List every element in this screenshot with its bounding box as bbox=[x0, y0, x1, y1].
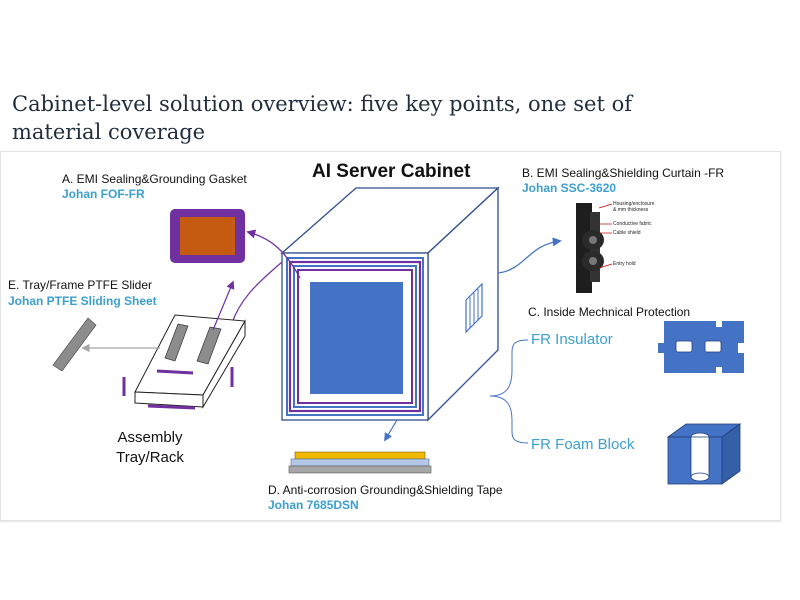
arrow-to-gasket bbox=[246, 229, 301, 279]
arrow-cabinet-to-tray bbox=[231, 261, 283, 324]
point-c-label: C. Inside Mechnical Protection bbox=[528, 305, 691, 319]
point-a-label: A. EMI Sealing&Grounding Gasket bbox=[62, 172, 247, 186]
curtain-callout: Conductive fabric bbox=[613, 221, 652, 227]
gasket-icon bbox=[170, 209, 245, 263]
assembly-line-2: Tray/Rack bbox=[116, 449, 184, 466]
assembly-line-1: Assembly bbox=[117, 429, 183, 446]
shielding-tape-icon bbox=[288, 451, 432, 474]
point-a-product: Johan FOF-FR bbox=[62, 187, 145, 201]
curtain-callout: & mm thickness bbox=[613, 207, 649, 213]
protection-bracket bbox=[489, 339, 529, 444]
curtain-callout: Housing/enclosure bbox=[613, 201, 655, 207]
foam-block-icon bbox=[666, 423, 742, 485]
server-cabinet bbox=[280, 186, 500, 422]
arrow-to-tape bbox=[384, 419, 398, 442]
point-b-product: Johan SSC-3620 bbox=[522, 181, 617, 195]
page-title: Cabinet-level solution overview: five ke… bbox=[12, 92, 632, 144]
curtain-callout: Cable shield bbox=[613, 230, 641, 236]
point-b-label: B. EMI Sealing&Shielding Curtain -FR bbox=[522, 166, 725, 180]
point-d-product: Johan 7685DSN bbox=[268, 498, 359, 512]
assembly-tray-icon bbox=[122, 314, 246, 410]
fr-foam-block-label: FR Foam Block bbox=[531, 436, 635, 453]
ptfe-slider-sheet-icon bbox=[52, 317, 97, 372]
side-vent bbox=[465, 282, 483, 334]
point-e-label: E. Tray/Frame PTFE Slider bbox=[8, 278, 153, 292]
cabinet-title: AI Server Cabinet bbox=[312, 161, 471, 182]
insulator-icon bbox=[658, 321, 744, 373]
fr-insulator-label: FR Insulator bbox=[531, 331, 613, 348]
shielding-curtain-icon bbox=[576, 203, 613, 293]
arrow-to-slider-label bbox=[212, 280, 235, 331]
point-d-label: D. Anti-corrosion Grounding&Shielding Ta… bbox=[268, 483, 503, 497]
point-e-product: Johan PTFE Sliding Sheet bbox=[8, 294, 157, 308]
assembly-label: Assembly Tray/Rack bbox=[100, 428, 200, 468]
arrow-to-curtain bbox=[497, 237, 562, 274]
curtain-callout: Entry hold bbox=[613, 261, 636, 267]
